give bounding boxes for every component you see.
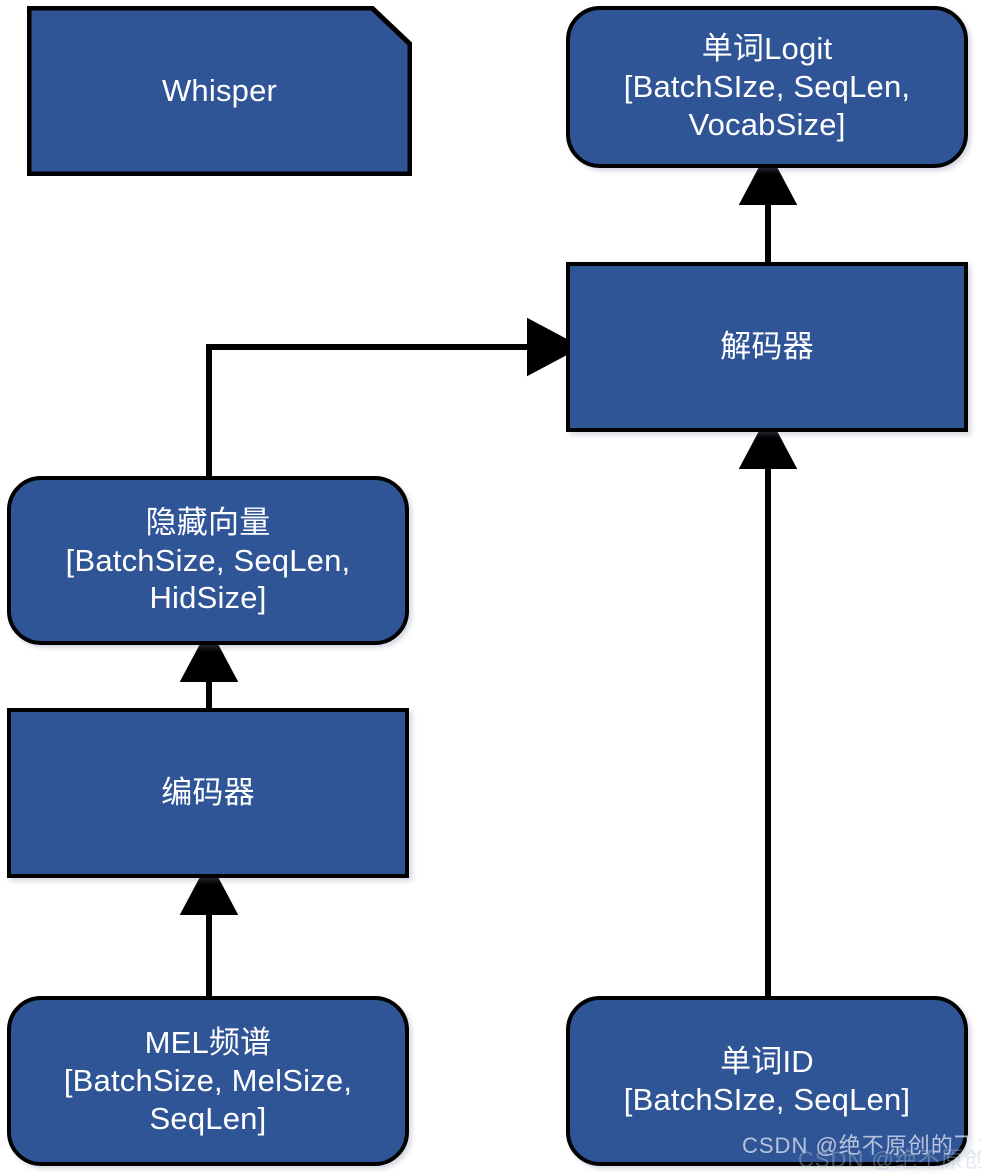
whisper-shape (27, 6, 412, 176)
node-word-id[interactable]: 单词ID [BatchSIze, SeqLen] (566, 996, 968, 1166)
node-encoder[interactable]: 编码器 (7, 708, 409, 878)
hidden-vector-label-line-3: HidSize] (149, 580, 267, 616)
mel-spectrogram-label-line-3: SeqLen] (149, 1100, 267, 1136)
csdn-watermark-ghost: CSDN @绝不原创的飞龙 (798, 1147, 981, 1172)
node-word-logit[interactable]: 单词Logit [BatchSIze, SeqLen, VocabSize] (566, 6, 968, 168)
csdn-watermark: CSDN @绝不原创的飞龙 CSDN @绝不原创的飞龙 (742, 1128, 981, 1172)
word-logit-label-line-1: 单词Logit (701, 31, 833, 67)
whisper-label-wrap: Whisper (27, 72, 412, 110)
edge-hidden-to-decoder (206, 317, 583, 476)
hidden-vector-label-line-1: 隐藏向量 (145, 504, 271, 540)
mel-spectrogram-label-line-1: MEL频谱 (144, 1025, 272, 1061)
word-id-label-line-2: [BatchSIze, SeqLen] (623, 1082, 911, 1117)
csdn-watermark-text: CSDN @绝不原创的飞龙 (742, 1133, 981, 1158)
hidden-vector-label-line-2: [BatchSize, SeqLen, (65, 542, 351, 578)
whisper-label: Whisper (161, 73, 278, 109)
mel-spectrogram-label-line-2: [BatchSize, MelSize, (63, 1063, 353, 1099)
word-logit-label-line-2: [BatchSIze, SeqLen, (623, 69, 911, 105)
node-hidden-vector[interactable]: 隐藏向量 [BatchSize, SeqLen, HidSize] (7, 476, 409, 645)
encoder-label: 编码器 (161, 775, 255, 811)
node-mel-spectrogram[interactable]: MEL频谱 [BatchSize, MelSize, SeqLen] (7, 996, 409, 1166)
word-id-label-line-1: 单词ID (720, 1044, 814, 1080)
node-whisper[interactable]: Whisper (27, 6, 412, 176)
word-logit-label-line-3: VocabSize] (688, 106, 846, 142)
decoder-label: 解码器 (720, 329, 814, 365)
node-decoder[interactable]: 解码器 (566, 262, 968, 432)
